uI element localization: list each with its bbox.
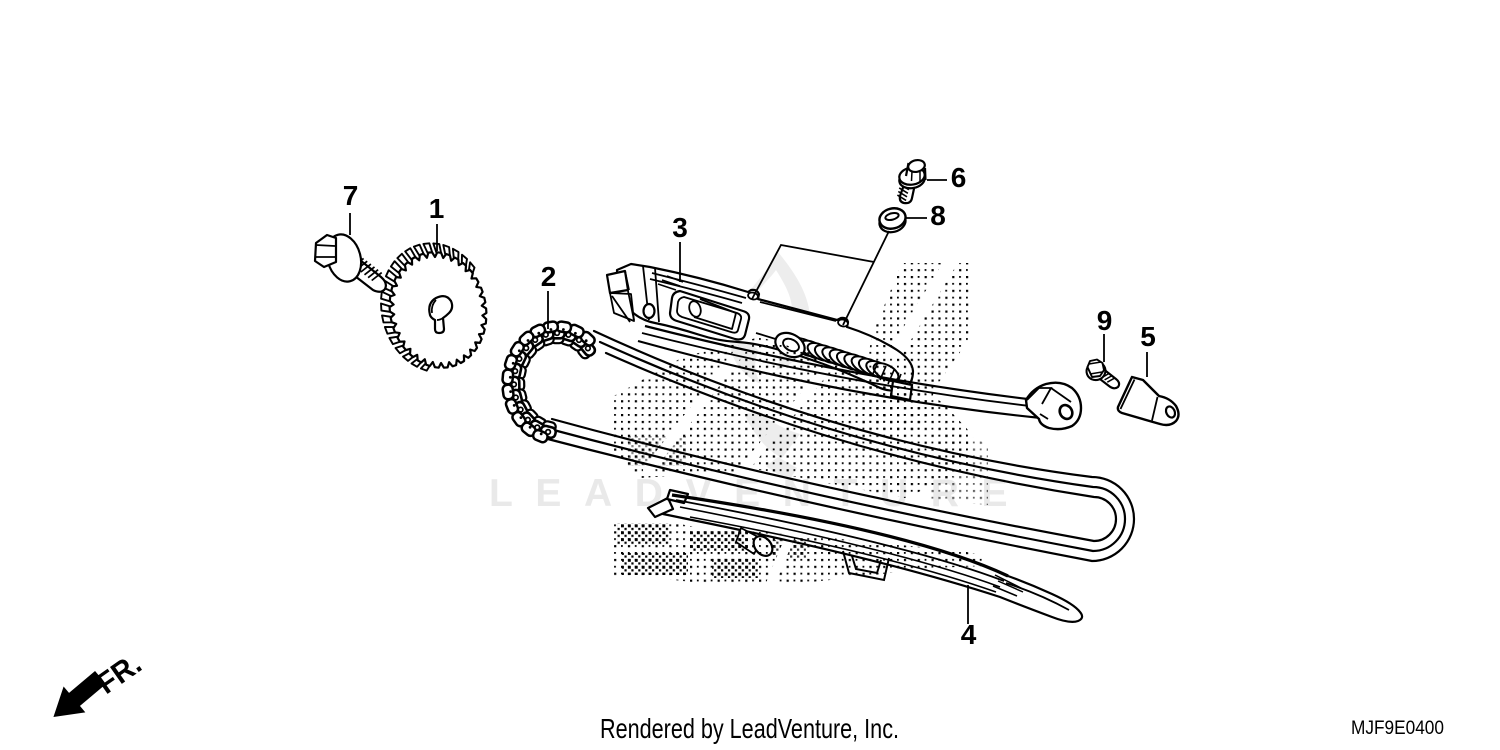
svg-text:1: 1 <box>429 193 445 224</box>
svg-text:5: 5 <box>1140 321 1156 352</box>
svg-text:6: 6 <box>951 162 967 193</box>
svg-text:Rendered by LeadVenture, Inc.: Rendered by LeadVenture, Inc. <box>600 713 899 744</box>
svg-text:2: 2 <box>541 261 557 292</box>
svg-text:3: 3 <box>672 212 688 243</box>
svg-text:MJF9E0400: MJF9E0400 <box>1351 717 1444 739</box>
svg-text:4: 4 <box>961 619 977 650</box>
svg-text:7: 7 <box>343 180 359 211</box>
svg-text:8: 8 <box>930 200 946 231</box>
svg-text:9: 9 <box>1097 305 1113 336</box>
